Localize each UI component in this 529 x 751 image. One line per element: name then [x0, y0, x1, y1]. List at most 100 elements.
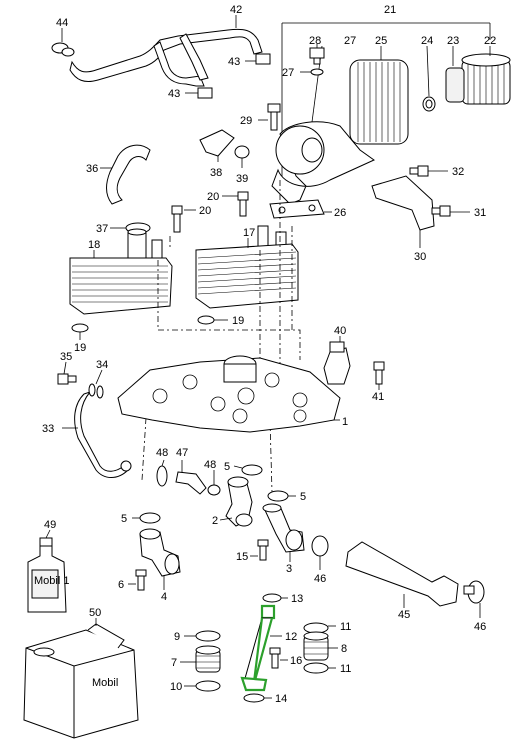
- callout-22: 22: [484, 35, 496, 47]
- o-ring-19-left: [71, 323, 89, 340]
- tube-33: [62, 390, 132, 478]
- callout-47: 47: [176, 447, 188, 459]
- assembly-center-lines: [141, 180, 301, 493]
- callout-44: 44: [56, 17, 68, 29]
- elbow-fitting-3: [262, 503, 305, 562]
- hose-clamp-44: [51, 28, 75, 57]
- bolt-6: [128, 569, 147, 591]
- filter-cap-22: [461, 46, 511, 105]
- plug-8: [303, 631, 338, 661]
- callout-45: 45: [398, 609, 410, 621]
- bolt-31: [431, 205, 470, 217]
- canister-label: Mobil: [92, 677, 118, 689]
- dipstick-tube-12: [240, 604, 282, 692]
- callout-27a: 27: [344, 35, 356, 47]
- o-ring-19-right: [197, 315, 228, 325]
- bolt-35: [57, 361, 77, 385]
- o-ring-39: [234, 145, 250, 168]
- callout-17: 17: [243, 227, 255, 239]
- o-ring-14: [243, 693, 272, 703]
- callout-50: 50: [89, 607, 101, 619]
- callout-6: 6: [118, 579, 124, 591]
- callout-46b: 46: [474, 621, 486, 633]
- gasket-26: [269, 199, 332, 219]
- bolt-20-left: [171, 205, 196, 233]
- bolt-32: [409, 165, 448, 177]
- bracket-30: [371, 175, 435, 248]
- callout-numbers: 1 2 3 4 5 5 5 6 7 8 9 10 11 11 12 13 14 …: [42, 4, 496, 705]
- o-ring-9: [184, 630, 221, 642]
- callout-13: 13: [291, 593, 303, 605]
- fitting-48-right: [207, 470, 221, 496]
- callout-5c: 5: [121, 513, 127, 525]
- callout-11a: 11: [340, 621, 351, 633]
- callout-38: 38: [210, 167, 222, 179]
- callout-23: 23: [447, 35, 459, 47]
- bolt-20-right: [222, 191, 249, 217]
- callout-42: 42: [230, 4, 242, 16]
- hose-clamp-43-top: [245, 53, 271, 65]
- callout-21: 21: [384, 4, 396, 16]
- plug-28: [309, 44, 325, 65]
- oil-cooler-18: [69, 228, 173, 315]
- breather-hose-42: [69, 28, 263, 87]
- callout-1: 1: [342, 416, 348, 428]
- bolt-15: [250, 539, 269, 561]
- callout-12: 12: [285, 631, 297, 643]
- callout-25: 25: [375, 35, 387, 47]
- plug-7: [180, 645, 221, 673]
- callout-28: 28: [309, 35, 321, 47]
- callout-34: 34: [96, 359, 108, 371]
- callout-5a: 5: [224, 461, 230, 473]
- o-ring-5-lower: [132, 512, 161, 524]
- oil-canister-50: Mobil: [23, 618, 139, 739]
- callout-5b: 5: [300, 491, 306, 503]
- callout-7: 7: [171, 657, 177, 669]
- bolt-29: [258, 103, 281, 131]
- callout-4: 4: [161, 591, 167, 603]
- filter-housing-27: [271, 45, 375, 205]
- seal-ring-23: [445, 46, 465, 103]
- callout-26: 26: [334, 207, 346, 219]
- callout-36: 36: [86, 163, 98, 175]
- callout-43a: 43: [228, 56, 240, 68]
- washer-27: [300, 68, 324, 76]
- callout-20b: 20: [207, 191, 219, 203]
- callout-27b: 27: [282, 67, 294, 79]
- callout-30: 30: [414, 251, 426, 263]
- callout-40: 40: [334, 325, 346, 337]
- callout-10: 10: [170, 681, 182, 693]
- o-ring-10: [184, 680, 221, 692]
- oil-filter-housing-1: [117, 355, 341, 433]
- callout-29: 29: [240, 115, 252, 127]
- fitting-48-left: [156, 459, 168, 487]
- fitting-47: [175, 460, 207, 495]
- filter-element-25: [349, 46, 409, 145]
- callout-49: 49: [44, 519, 56, 531]
- callout-19b: 19: [232, 315, 244, 327]
- callout-3: 3: [286, 563, 292, 575]
- callout-39: 39: [236, 173, 248, 185]
- callout-46a: 46: [314, 573, 326, 585]
- hose-45: [345, 541, 459, 608]
- callout-31: 31: [474, 207, 486, 219]
- callout-18: 18: [88, 239, 100, 251]
- elbow-fitting-2: [219, 476, 253, 527]
- o-ring-11-lower: [303, 662, 336, 674]
- callout-33: 33: [42, 423, 54, 435]
- callout-15: 15: [236, 551, 248, 563]
- callout-48b: 48: [204, 459, 216, 471]
- callout-20a: 20: [199, 205, 211, 217]
- bolt-41: [373, 361, 385, 390]
- elbow-fitting-4: [139, 528, 181, 590]
- callout-9: 9: [174, 631, 180, 643]
- sensor-38: [199, 129, 235, 162]
- sensor-40: [323, 336, 351, 385]
- callout-8: 8: [341, 643, 347, 655]
- callout-35: 35: [60, 351, 72, 363]
- hose-clamp-43-mid: [185, 87, 213, 99]
- o-ring-5-upper: [233, 464, 263, 476]
- callout-16: 16: [290, 655, 302, 667]
- bottle-label: Mobil 1: [34, 575, 69, 587]
